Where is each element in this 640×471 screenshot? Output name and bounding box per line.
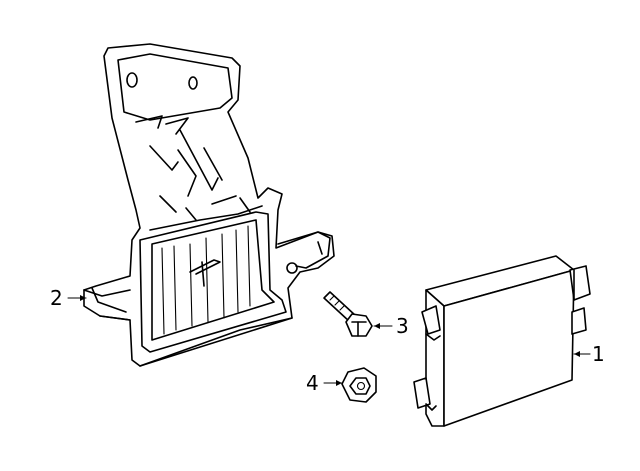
callout-4: 4 (306, 371, 343, 395)
callout-3-label: 3 (396, 314, 409, 338)
callout-2-label: 2 (50, 286, 63, 310)
callout-4-label: 4 (306, 371, 319, 395)
callout-1: 1 (573, 342, 605, 366)
nut-icon (341, 367, 377, 403)
control-module-icon (413, 255, 591, 427)
callout-2: 2 (50, 286, 87, 310)
bolt-icon (323, 291, 373, 337)
callout-1-label: 1 (592, 342, 605, 366)
mounting-bracket-icon (83, 43, 335, 367)
callout-3: 3 (373, 314, 409, 338)
